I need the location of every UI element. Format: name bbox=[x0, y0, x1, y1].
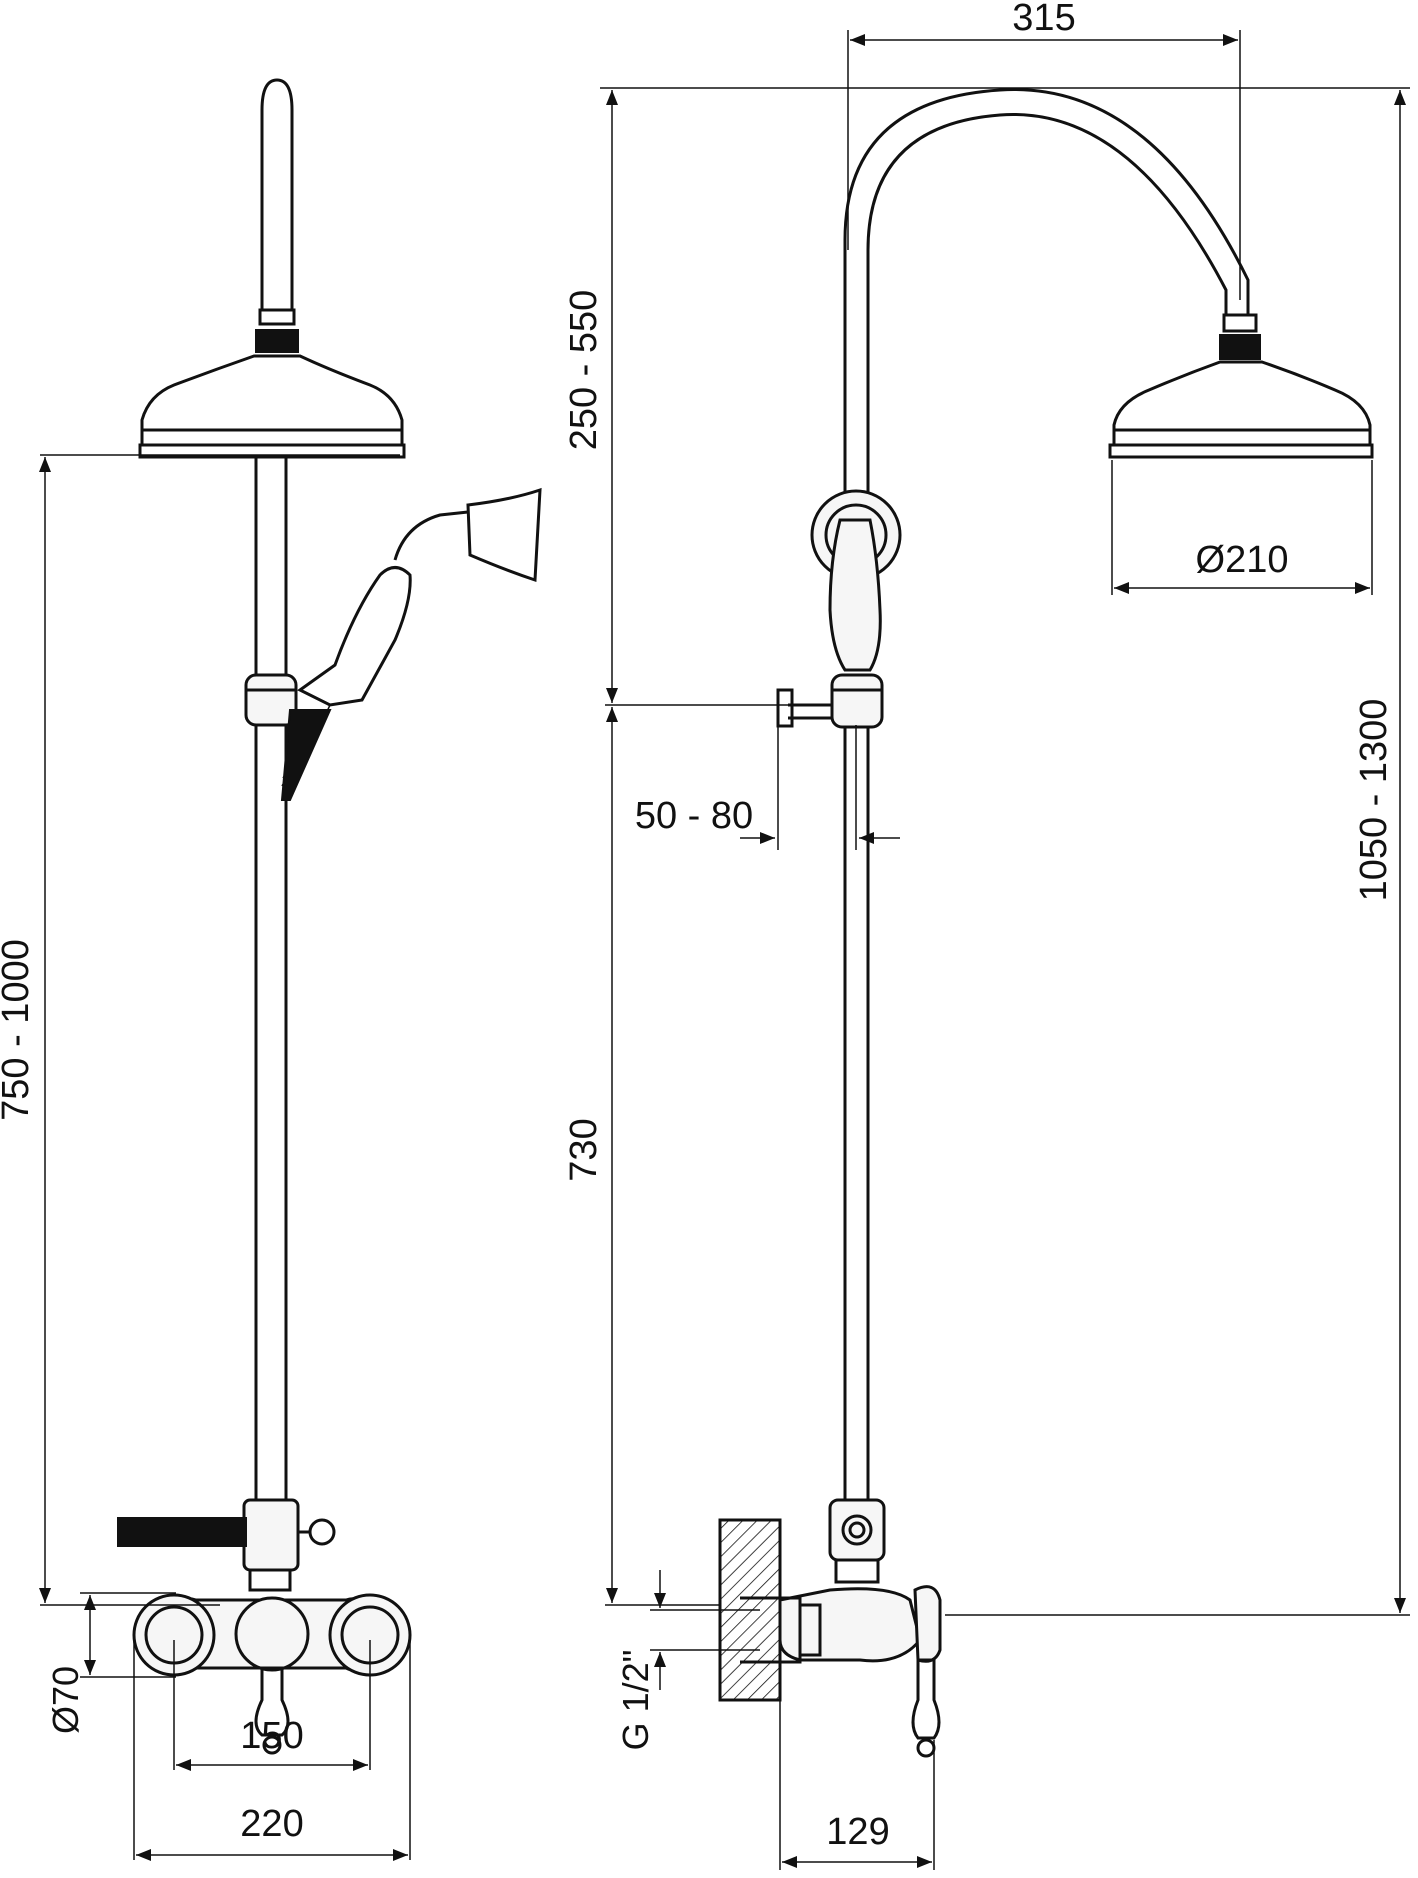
dim-side-bracket-offset-label: 50 - 80 bbox=[635, 795, 753, 837]
side-head-swivel bbox=[1219, 334, 1261, 360]
dim-side-head-diameter-label: Ø210 bbox=[1196, 539, 1289, 581]
front-lever bbox=[254, 1666, 290, 1737]
side-shower-head bbox=[1112, 360, 1372, 447]
dim-front-inlet-diameter: Ø70 bbox=[45, 1592, 176, 1734]
front-head-swivel bbox=[255, 329, 299, 353]
side-lever-head bbox=[913, 1585, 942, 1663]
side-slide-bracket bbox=[830, 673, 884, 729]
side-mixer-body bbox=[778, 1587, 922, 1663]
dim-side-head-adjust-label: 250 - 550 bbox=[563, 290, 605, 451]
front-lever-tip bbox=[262, 1735, 282, 1755]
front-diverter bbox=[242, 1498, 300, 1572]
front-slide-bracket bbox=[244, 673, 298, 727]
side-inlet-nut bbox=[798, 1603, 822, 1657]
dim-front-height-label: 750 - 1000 bbox=[0, 939, 37, 1121]
side-arm-inner bbox=[866, 112, 1228, 670]
side-body-nut bbox=[834, 1558, 880, 1584]
dim-front-inlet-spacing-label: 150 bbox=[240, 1715, 303, 1757]
dim-side-wall-offset-label: 129 bbox=[826, 1811, 889, 1853]
side-head-nut bbox=[1222, 313, 1258, 333]
side-diverter bbox=[828, 1498, 886, 1562]
dim-front-width: 220 bbox=[133, 1640, 411, 1861]
side-wall-plate bbox=[776, 688, 794, 728]
side-head-plate bbox=[1108, 443, 1374, 459]
front-hose bbox=[280, 709, 332, 801]
dim-side-bracket-offset: 50 - 80 bbox=[635, 720, 900, 850]
dim-side-head-adjust: 250 - 550 bbox=[563, 87, 1000, 706]
front-cartridge bbox=[234, 1596, 310, 1672]
side-arm-outer bbox=[843, 88, 1250, 670]
dim-side-arm-reach: 315 bbox=[847, 0, 1241, 300]
dim-side-thread: G 1/2" bbox=[615, 1570, 760, 1750]
side-lever-tip bbox=[916, 1738, 936, 1758]
dim-front-inlet-spacing: 150 bbox=[173, 1640, 371, 1771]
front-diverter-knob bbox=[308, 1518, 336, 1546]
dim-side-thread-label: G 1/2" bbox=[615, 1650, 656, 1751]
front-lower-hose bbox=[117, 1517, 247, 1547]
side-diverter-knob bbox=[841, 1514, 873, 1546]
dim-side-bracket-height-label: 730 bbox=[563, 1118, 605, 1181]
dim-side-arm-reach-label: 315 bbox=[1012, 0, 1075, 39]
front-head-plate bbox=[138, 443, 406, 459]
dim-side-head-diameter: Ø210 bbox=[1111, 460, 1373, 595]
front-head-nut bbox=[258, 308, 296, 326]
front-body-nut bbox=[248, 1568, 292, 1592]
front-shower-head bbox=[140, 354, 404, 447]
front-hand-shower-handle bbox=[297, 566, 412, 707]
front-hand-shower-neck bbox=[393, 510, 469, 561]
dim-side-total-height-label: 1050 - 1300 bbox=[1353, 699, 1395, 902]
dim-front-width-label: 220 bbox=[240, 1803, 303, 1845]
side-view bbox=[718, 88, 1374, 1758]
dim-front-height: 750 - 1000 bbox=[0, 454, 400, 1606]
dim-front-inlet-diameter-label: Ø70 bbox=[45, 1666, 86, 1734]
dim-side-wall-offset: 129 bbox=[779, 1700, 935, 1870]
front-riser-top bbox=[260, 78, 294, 310]
front-view bbox=[117, 78, 542, 1755]
front-hand-shower-head bbox=[466, 487, 542, 583]
side-lever bbox=[911, 1658, 941, 1740]
dim-side-bracket-height: 730 bbox=[563, 707, 720, 1606]
side-hand-shower bbox=[828, 518, 882, 672]
side-diverter-knob-inner bbox=[848, 1521, 866, 1539]
dim-side-total-height: 1050 - 1300 bbox=[945, 87, 1410, 1616]
